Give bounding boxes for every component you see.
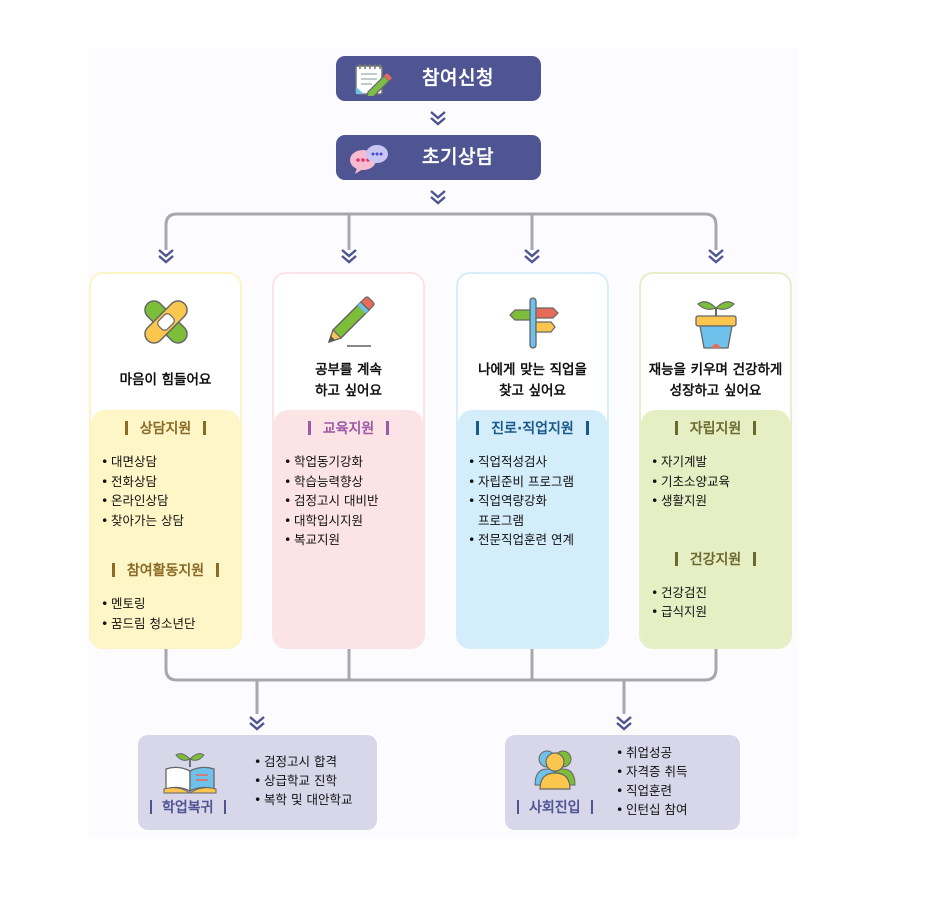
list-item: 온라인상담 [101, 491, 240, 511]
chevron-down-icon [341, 249, 357, 264]
outcome-label: 사회진입 [507, 797, 603, 817]
chevron-down-icon [249, 716, 265, 731]
people-group-icon [534, 750, 576, 790]
signpost-icon [508, 297, 559, 349]
list-item: 취업성공 [616, 743, 687, 762]
list-item: 직업적성검사 [468, 452, 607, 472]
item-list: 대면상담 전화상담 온라인상담 찾아가는 상담 [91, 452, 240, 530]
section-heading: 참여활동지원 [91, 560, 240, 582]
card-body: 진로·직업지원 직업적성검사 자립준비 프로그램 직업역량강화 프로그램 전문직… [458, 410, 607, 647]
card-body: 교육지원 학업동기강화 학습능력향상 검정고시 대비반 대학입시지원 복교지원 [274, 410, 423, 647]
pencil-icon [327, 296, 375, 347]
list-item: 전문직업훈련 연계 [468, 530, 607, 550]
list-item: 직업역량강화 프로그램 [468, 491, 607, 530]
list-item: 상급학교 진학 [254, 771, 352, 790]
stage-label: 참여신청 [422, 67, 494, 89]
chevron-down-icon [158, 249, 174, 264]
list-item: 학업동기강화 [284, 452, 423, 472]
list-item: 자격증 취득 [616, 762, 687, 781]
section-heading: 교육지원 [274, 418, 423, 440]
chevron-down-icon [708, 249, 724, 264]
list-item: 멘토링 [101, 594, 240, 614]
list-item: 급식지원 [651, 602, 790, 622]
sprout-pot-icon [694, 301, 737, 349]
list-item: 인턴십 참여 [616, 800, 687, 819]
item-list: 자기계발 기초소양교육 생활지원 [641, 452, 790, 511]
section-heading: 진로·직업지원 [458, 418, 607, 440]
chevron-down-icon [430, 111, 446, 126]
bandage-icon [143, 300, 188, 344]
outcome-social-entry: 사회진입 취업성공 자격증 취득 직업훈련 인턴십 참여 [505, 735, 740, 830]
item-list: 학업동기강화 학습능력향상 검정고시 대비반 대학입시지원 복교지원 [274, 452, 423, 550]
stage-initial-counseling: 초기상담 [336, 135, 541, 180]
list-item: 복학 및 대안학교 [254, 790, 352, 809]
stage-application: 참여신청 [336, 56, 541, 101]
list-item: 생활지원 [651, 491, 790, 511]
list-item: 찾아가는 상담 [101, 511, 240, 531]
section-heading: 건강지원 [641, 549, 790, 571]
list-item: 복교지원 [284, 530, 423, 550]
chevron-down-icon [430, 190, 446, 205]
list-item: 기초소양교육 [651, 472, 790, 492]
item-list: 검정고시 합격 상급학교 진학 복학 및 대안학교 [254, 752, 352, 809]
notepad-pencil-icon [355, 64, 392, 96]
connector-bottom-merge [164, 649, 718, 682]
list-item: 대면상담 [101, 452, 240, 472]
list-item: 학습능력향상 [284, 472, 423, 492]
list-item: 꿈드림 청소년단 [101, 614, 240, 634]
section-heading: 상담지원 [91, 418, 240, 440]
list-item: 자립준비 프로그램 [468, 472, 607, 492]
item-list: 취업성공 자격증 취득 직업훈련 인턴십 참여 [616, 743, 687, 819]
list-item: 전화상담 [101, 472, 240, 492]
item-list: 건강검진 급식지원 [641, 583, 790, 622]
card-title: 마음이 힘들어요 [119, 372, 212, 388]
item-list: 멘토링 꿈드림 청소년단 [91, 594, 240, 633]
card-emotional: 마음이 힘들어요 상담지원 대면상담 전화상담 온라인상담 찾아가는 상담 참여… [89, 272, 242, 649]
chevron-down-icon [616, 716, 632, 731]
section-heading: 자립지원 [641, 418, 790, 440]
card-body: 상담지원 대면상담 전화상담 온라인상담 찾아가는 상담 참여활동지원 멘토링 … [91, 410, 240, 647]
stage-label: 초기상담 [422, 146, 494, 168]
outcome-academic-return: 학업복귀 검정고시 합격 상급학교 진학 복학 및 대안학교 [138, 735, 377, 830]
connector-top-branch [164, 212, 718, 250]
open-book-sprout-icon [163, 753, 217, 794]
list-item: 자기계발 [651, 452, 790, 472]
list-item: 직업훈련 [616, 781, 687, 800]
card-body: 자립지원 자기계발 기초소양교육 생활지원 건강지원 건강검진 급식지원 [641, 410, 790, 647]
list-item: 대학입시지원 [284, 511, 423, 531]
list-item: 검정고시 합격 [254, 752, 352, 771]
outcome-label: 학업복귀 [140, 797, 236, 817]
item-list: 직업적성검사 자립준비 프로그램 직업역량강화 프로그램 전문직업훈련 연계 [458, 452, 607, 550]
chat-bubbles-icon [350, 145, 388, 174]
list-item: 건강검진 [651, 583, 790, 603]
list-item: 검정고시 대비반 [284, 491, 423, 511]
chevron-down-icon [524, 249, 540, 264]
